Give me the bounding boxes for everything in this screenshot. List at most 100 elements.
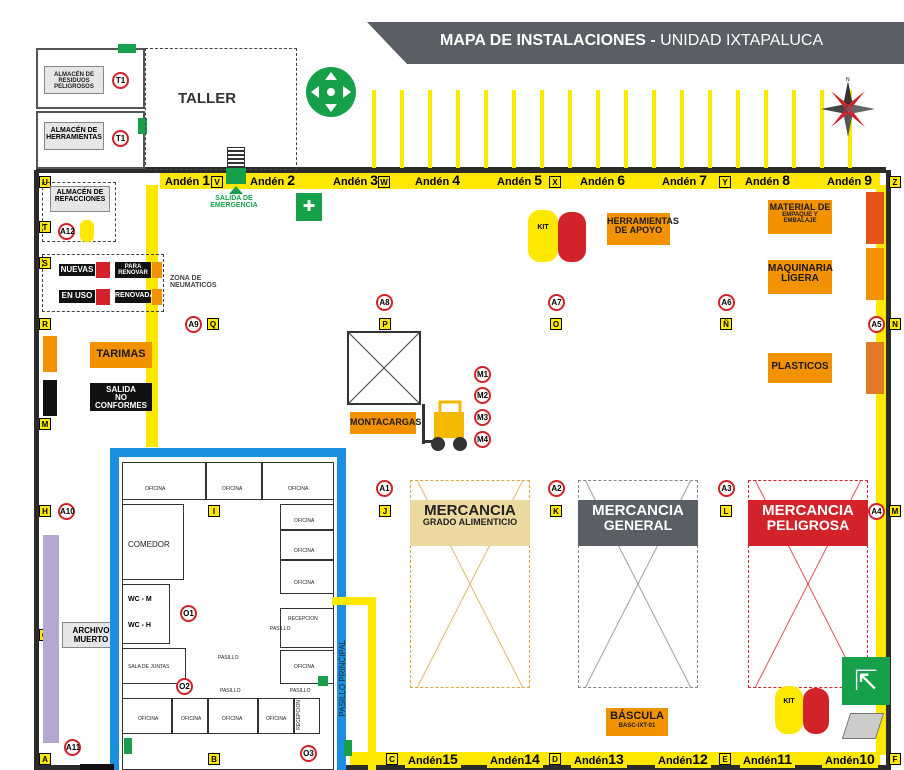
dock-5: Andén 5	[494, 173, 546, 189]
oficina-11	[258, 698, 294, 734]
oficina-7	[280, 650, 334, 684]
green-door-1	[118, 44, 136, 53]
dock-lines-top	[372, 90, 852, 168]
sala-juntas-label: SALA DE JUNTAS	[128, 664, 170, 670]
kit-drum-yellow-2: KIT	[775, 686, 803, 734]
taller-label: TALLER	[178, 90, 237, 107]
marker-a1: A1	[376, 480, 393, 497]
no-conformes-line2: NO CONFORMES	[95, 393, 147, 410]
marker-a4: A4	[868, 503, 885, 520]
marker-a12: A12	[58, 223, 75, 240]
dock-13: Andén13	[571, 752, 627, 768]
pasillo-principal	[332, 597, 376, 770]
marker-m2: M2	[474, 387, 491, 404]
residuos-building	[36, 48, 145, 109]
dock-6: Andén 6	[577, 173, 629, 189]
marker-t1-residuos: T1	[112, 72, 129, 89]
wc-m-label: WC - M	[128, 596, 152, 603]
plasticos-sign: PLASTICOS	[768, 353, 832, 383]
dock-3: Andén 3	[330, 173, 382, 189]
office-block	[110, 448, 346, 770]
marker-m-right: M	[889, 505, 901, 517]
marker-t1-herramientas: T1	[112, 130, 129, 147]
pasillo-label-2: PASILLO	[218, 655, 239, 661]
merc-pel-line1: MERCANCIA	[762, 502, 854, 519]
compass-rose-icon: N	[821, 77, 875, 137]
merc-gen-line1: MERCANCIA	[592, 502, 684, 519]
marker-n: N	[889, 318, 901, 330]
material-line1: MATERIAL DE	[769, 202, 831, 212]
green-door-office-3	[318, 676, 328, 686]
archivo-muerto-zone	[43, 535, 59, 743]
kit-drum-red	[558, 212, 586, 262]
marker-m-left: M	[39, 418, 51, 430]
marker-z: Z	[889, 176, 901, 188]
marker-a6: A6	[718, 294, 735, 311]
zona-neumaticos-label: ZONA DE NEUMATICOS	[170, 275, 217, 289]
refacciones-area	[42, 182, 116, 242]
material-line2: EMPAQUE Y EMBALAJE	[782, 212, 818, 224]
merc-pel-line2: PELIGROSA	[766, 517, 850, 533]
oficina-6	[280, 560, 334, 594]
montacargas-sign: MONTACARGAS	[350, 412, 421, 434]
marker-q: Q	[207, 318, 219, 330]
tarimas-sign: TARIMAS	[90, 342, 152, 368]
emergency-exit-icon: ⇱	[842, 657, 890, 705]
wall-top	[36, 167, 886, 173]
tire-zone	[42, 254, 164, 312]
herramientas-apoyo-sign: HERRAMIENTAS DE APOYO	[607, 213, 679, 245]
herramientas-building	[36, 111, 145, 169]
comedor-room	[122, 504, 184, 580]
marker-a9: A9	[185, 316, 202, 333]
forklift-box	[347, 331, 421, 405]
dock-7: Andén 7	[659, 173, 711, 189]
bascula-code: BASC-IXT-01	[618, 723, 656, 729]
wc-h-label: WC - H	[128, 622, 151, 629]
dock-10: Andén10	[822, 752, 878, 768]
dock-11: Andén11	[740, 752, 796, 768]
marker-w: W	[378, 176, 390, 188]
kit-drum-yellow: KIT	[528, 210, 558, 262]
marker-a7: A7	[548, 294, 565, 311]
marker-o3: O3	[300, 745, 317, 762]
oficina-4-label: OFICINA	[294, 518, 315, 524]
marker-y: Y	[719, 176, 731, 188]
merc-gen-line2: GENERAL	[603, 517, 673, 533]
recepcion-2-room	[294, 698, 320, 734]
residuos-sign: ALMACÉN DE RESIDUOS PELIGROSOS	[44, 66, 104, 94]
tire-icon-4	[152, 289, 162, 305]
oficina-11-label: OFICINA	[266, 716, 287, 722]
svg-text:N: N	[846, 77, 850, 83]
marker-m1: M1	[474, 366, 491, 383]
marker-f: F	[889, 753, 901, 765]
tire-icon-3	[96, 289, 110, 305]
marker-j: J	[379, 505, 391, 517]
marker-o2: O2	[176, 678, 193, 695]
green-door-2	[138, 118, 147, 134]
marker-d: D	[549, 753, 561, 765]
eyewash-icon: ✚	[296, 193, 322, 221]
marker-c: C	[386, 753, 398, 765]
oficina-9	[172, 698, 208, 734]
dock-15: Andén15	[405, 752, 461, 768]
marker-l: L	[720, 505, 732, 517]
marker-p: P	[379, 318, 391, 330]
black-door-office	[80, 764, 114, 770]
assembly-point-icon	[306, 67, 356, 117]
marker-e: E	[719, 753, 731, 765]
tires-en-uso: EN USO	[59, 290, 95, 303]
marker-m4: M4	[474, 431, 491, 448]
marker-h: H	[39, 505, 51, 517]
marker-a10: A10	[58, 503, 75, 520]
merc-alim-line1: MERCANCIA	[424, 502, 516, 519]
marker-x: X	[549, 176, 561, 188]
wall-left	[34, 170, 39, 770]
title-banner	[367, 22, 904, 64]
aisle-right-yellow	[876, 185, 886, 755]
marker-a11: A11	[64, 739, 81, 756]
marker-k: K	[550, 505, 562, 517]
pasillo-principal-label: PASILLO PRINCIPAL	[338, 640, 347, 717]
